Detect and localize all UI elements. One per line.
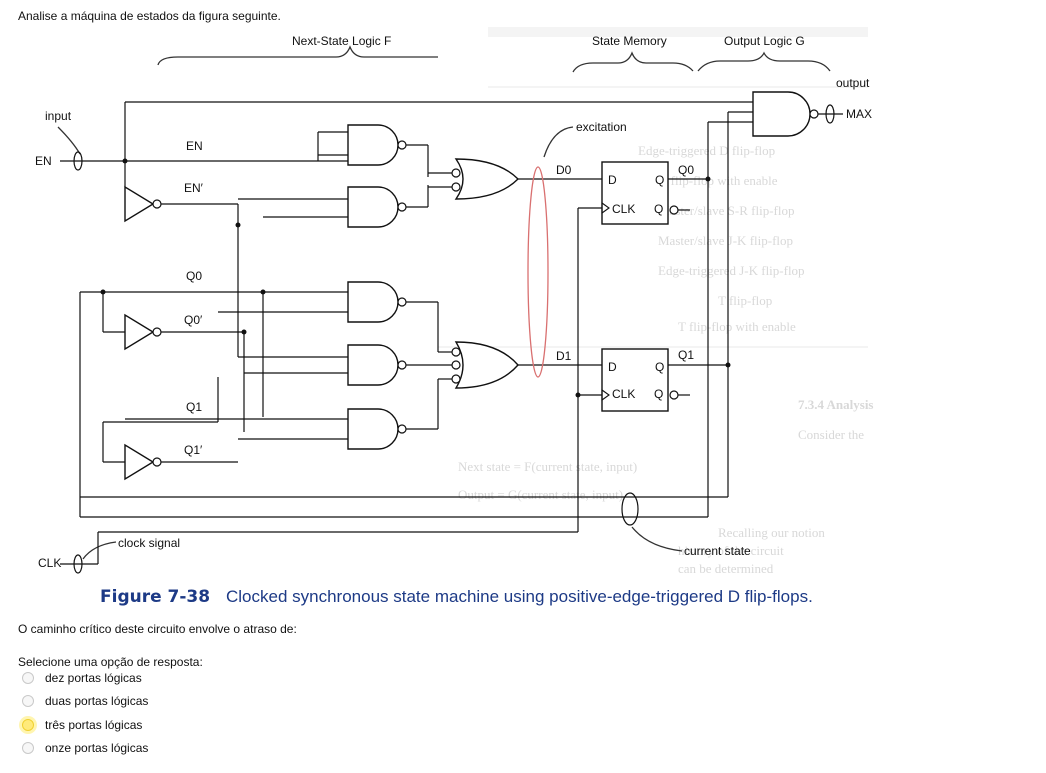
label-current-state: current state	[684, 544, 751, 558]
label-output: output	[836, 76, 870, 90]
label-q0: Q0	[186, 269, 202, 283]
and-gate-2	[347, 186, 407, 228]
flip-flop-1	[601, 348, 679, 412]
answer-instruction: Selecione uma opção de resposta:	[18, 655, 203, 669]
brace-next-state	[157, 45, 438, 66]
brace-output	[697, 51, 831, 72]
and-gate-4	[347, 344, 407, 386]
label-q1: Q1	[186, 400, 202, 414]
label-input: input	[45, 109, 72, 123]
svg-text:T flip-flop: T flip-flop	[718, 293, 772, 308]
ff0-d-pin: D	[608, 173, 617, 187]
label-clk-input: CLK	[38, 556, 61, 570]
and-gate-1	[347, 124, 407, 166]
caption-text: Clocked synchronous state machine using …	[226, 587, 813, 606]
label-en: EN	[186, 139, 203, 153]
question-prompt: O caminho crítico deste circuito envolve…	[18, 622, 297, 636]
ff0-q-pin: Q	[655, 173, 664, 187]
answer-option-label: dez portas lógicas	[45, 671, 142, 685]
or-gate-d0	[451, 158, 519, 200]
label-en-input: EN	[35, 154, 52, 168]
ff1-qn-pin: Q	[654, 387, 663, 401]
svg-text:Recalling our notion: Recalling our notion	[718, 525, 825, 540]
label-en-not: EN′	[184, 181, 204, 195]
ff1-d-pin: D	[608, 360, 617, 374]
label-clock-signal: clock signal	[118, 536, 180, 550]
ff0-clk-pin: CLK	[612, 202, 635, 216]
label-max: MAX	[846, 107, 872, 121]
ff1-clk-pin: CLK	[612, 387, 635, 401]
radio-button[interactable]	[22, 672, 34, 684]
svg-text:D flip-flop with enable: D flip-flop with enable	[658, 173, 778, 188]
label-q1-out: Q1	[678, 348, 694, 362]
and-gate-3	[347, 281, 407, 323]
label-excitation: excitation	[576, 120, 627, 134]
svg-text:can be determined: can be determined	[678, 561, 774, 576]
svg-text:Next state = F(current state,: Next state = F(current state, input)	[458, 459, 637, 474]
ff0-qn-pin: Q	[654, 202, 663, 216]
flip-flop-0	[601, 161, 679, 225]
radio-button-selected[interactable]	[22, 719, 34, 731]
inverter-q0	[103, 313, 244, 351]
ff1-q-pin: Q	[655, 360, 664, 374]
label-d1: D1	[556, 349, 572, 363]
svg-text:Consider the: Consider the	[798, 427, 864, 442]
svg-text:Edge-triggered D flip-flop: Edge-triggered D flip-flop	[638, 143, 775, 158]
or-gate-d1	[451, 341, 519, 389]
svg-text:Master/slave S-R flip-flop: Master/slave S-R flip-flop	[658, 203, 794, 218]
label-next-state-logic: Next-State Logic F	[292, 34, 391, 48]
svg-text:T flip-flop with enable: T flip-flop with enable	[678, 319, 796, 334]
label-d0: D0	[556, 163, 572, 177]
and-gate-5	[347, 408, 407, 450]
caption-prefix: Figure 7-38	[100, 587, 210, 607]
question-text: Analise a máquina de estados da figura s…	[18, 9, 281, 23]
answer-option-label: duas portas lógicas	[45, 694, 149, 708]
and-gate-output	[752, 91, 819, 137]
svg-text:history of the circuit: history of the circuit	[678, 543, 784, 558]
label-q0-not: Q0′	[184, 313, 203, 327]
excitation-loop	[527, 166, 549, 378]
radio-button[interactable]	[22, 695, 34, 707]
state-machine-figure: Edge-triggered D flip-flop D flip-flop w…	[18, 27, 878, 615]
label-q1-not: Q1′	[184, 443, 203, 457]
svg-text:Output = G(current state, inpu: Output = G(current state, input)	[458, 487, 623, 502]
inverter-q1	[103, 443, 238, 481]
answer-option-3[interactable]: três portas lógicas	[22, 715, 142, 735]
svg-text:Master/slave J-K flip-flop: Master/slave J-K flip-flop	[658, 233, 793, 248]
answer-option-label: três portas lógicas	[45, 718, 143, 732]
label-state-memory: State Memory	[592, 34, 667, 48]
svg-text:Edge-triggered J-K flip-flop: Edge-triggered J-K flip-flop	[658, 263, 805, 278]
answer-option-2[interactable]: duas portas lógicas	[22, 691, 148, 711]
brace-memory	[572, 51, 694, 73]
answer-option-label: onze portas lógicas	[45, 741, 149, 755]
answer-option-1[interactable]: dez portas lógicas	[22, 668, 142, 688]
inverter-en	[124, 182, 238, 223]
label-output-logic: Output Logic G	[724, 34, 805, 48]
answer-option-4[interactable]: onze portas lógicas	[22, 738, 148, 758]
svg-text:7.3.4 Analysis: 7.3.4 Analysis	[798, 397, 874, 412]
radio-button[interactable]	[22, 742, 34, 754]
label-q0-out: Q0	[678, 163, 694, 177]
